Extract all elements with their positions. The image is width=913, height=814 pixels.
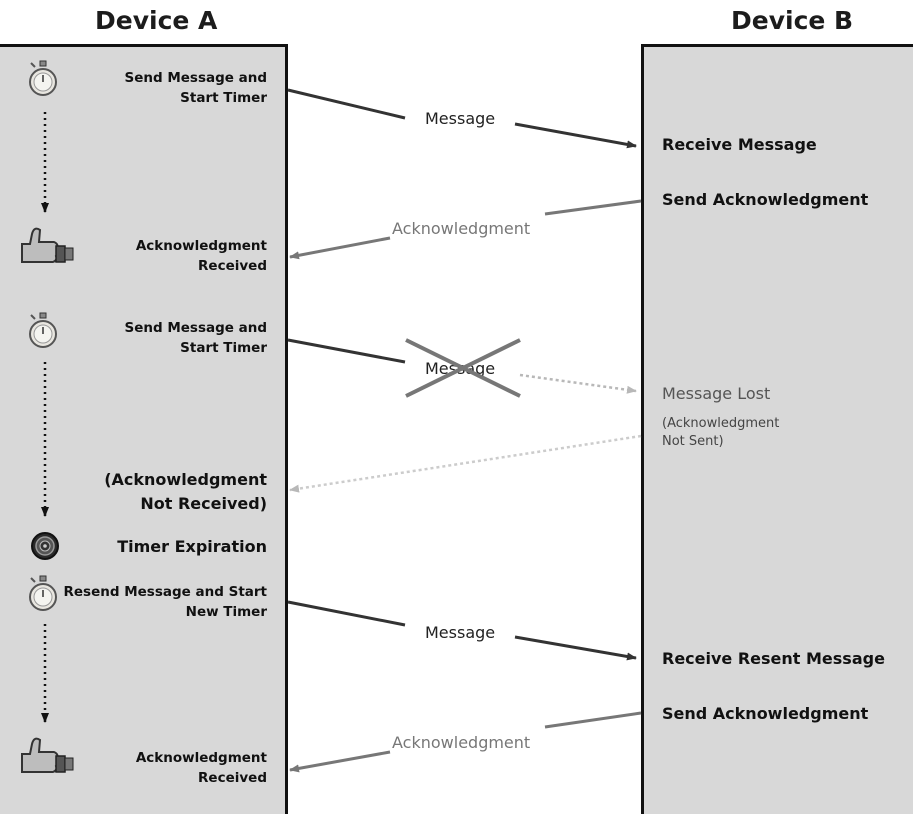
receive-message-label: Receive Message bbox=[662, 135, 817, 154]
cross-out-mark bbox=[405, 338, 521, 398]
timer-expired-icon bbox=[31, 532, 59, 560]
stopwatch-icon bbox=[29, 312, 57, 348]
stopwatch-icon bbox=[29, 575, 57, 611]
acknowledgment-arrow: Acknowledgment bbox=[289, 199, 642, 260]
device-a-title: Device A bbox=[95, 6, 218, 35]
thumbs-up-icon bbox=[21, 227, 74, 263]
lost-message-arrow: Message bbox=[287, 338, 637, 398]
acknowledgment-arrow: Acknowledgment bbox=[289, 711, 642, 773]
resend-message-arrow-label: Message bbox=[425, 623, 495, 642]
send-acknowledgment-label: Send Acknowledgment bbox=[662, 704, 869, 723]
device-a-lane bbox=[0, 44, 288, 814]
message-arrow: Message bbox=[287, 88, 637, 149]
ack-not-sent-arrow bbox=[289, 434, 642, 493]
message-arrow-label: Message bbox=[425, 109, 495, 128]
acknowledgment-arrow-label: Acknowledgment bbox=[392, 733, 530, 752]
acknowledgment-arrow-label: Acknowledgment bbox=[392, 219, 530, 238]
device-b-lane bbox=[641, 44, 913, 814]
resend-message-arrow: Message bbox=[287, 600, 637, 661]
send-acknowledgment-label: Send Acknowledgment bbox=[662, 190, 869, 209]
timer-expiration-label: Timer Expiration bbox=[117, 537, 267, 556]
stopwatch-icon bbox=[29, 60, 57, 96]
device-b-title: Device B bbox=[731, 6, 854, 35]
receive-resent-message-label: Receive Resent Message bbox=[662, 649, 885, 668]
message-lost-label: Message Lost bbox=[662, 384, 771, 403]
thumbs-up-icon bbox=[21, 737, 74, 773]
